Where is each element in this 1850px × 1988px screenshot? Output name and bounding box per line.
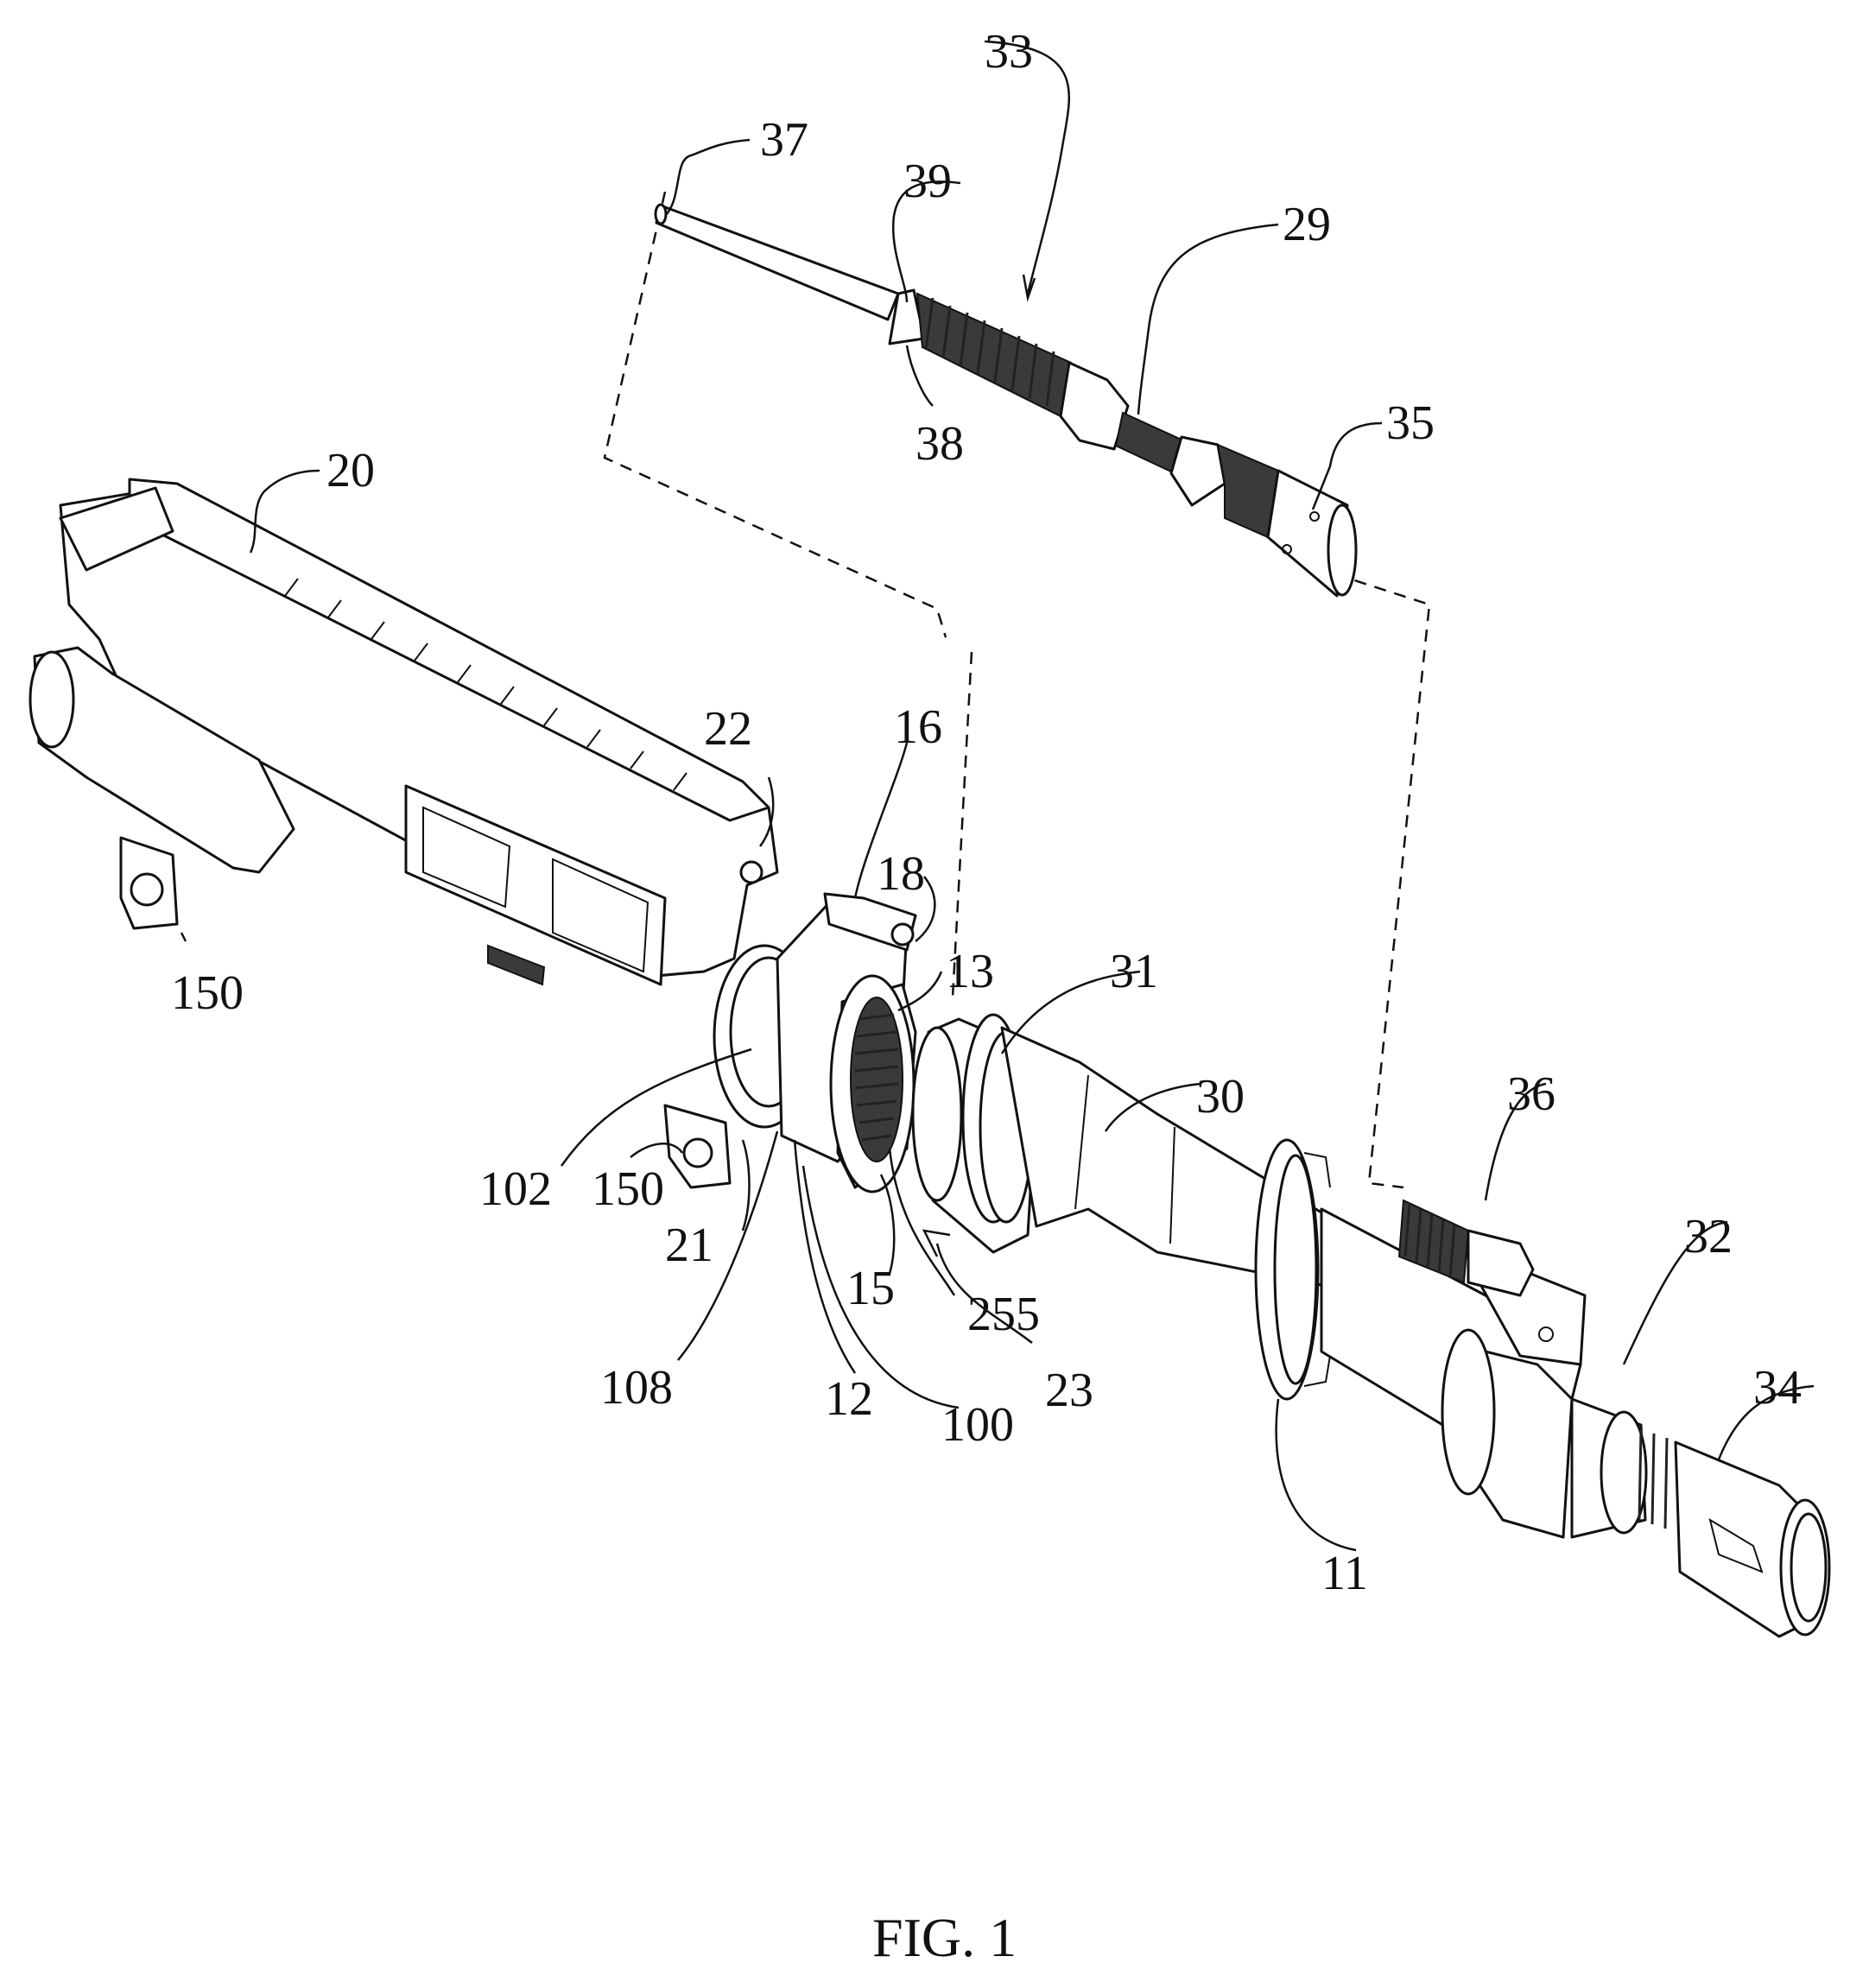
label-33: 33: [985, 25, 1033, 79]
label-22: 22: [704, 702, 752, 756]
label-150-front: 150: [592, 1162, 664, 1216]
label-150: 150: [171, 966, 244, 1020]
label-31: 31: [1110, 945, 1158, 998]
upper-receiver: [30, 479, 814, 1187]
label-20: 20: [326, 444, 375, 497]
gas-piston-assembly: [656, 205, 1356, 596]
label-38: 38: [915, 417, 964, 471]
label-15: 15: [846, 1262, 895, 1315]
label-16: 16: [894, 700, 942, 754]
label-36: 36: [1507, 1067, 1555, 1121]
bore-threads: [851, 997, 903, 1162]
label-11: 11: [1321, 1547, 1368, 1600]
figure-caption: FIG. 1: [872, 1907, 1017, 1968]
label-12: 12: [825, 1372, 873, 1426]
label-29: 29: [1283, 198, 1331, 251]
label-35: 35: [1386, 396, 1435, 450]
label-39: 39: [903, 155, 952, 208]
label-100: 100: [941, 1398, 1014, 1452]
barrel-nut-block: [777, 894, 915, 1192]
label-23: 23: [1045, 1364, 1093, 1417]
label-13: 13: [946, 945, 994, 998]
spring: [917, 294, 1071, 416]
label-21: 21: [665, 1219, 713, 1272]
label-18: 18: [877, 847, 925, 901]
barrel: [913, 1015, 1829, 1637]
label-255: 255: [967, 1288, 1040, 1341]
label-108: 108: [600, 1361, 673, 1415]
label-37: 37: [760, 113, 808, 167]
label-34: 34: [1753, 1361, 1802, 1415]
label-30: 30: [1196, 1070, 1245, 1124]
label-32: 32: [1684, 1210, 1733, 1263]
label-102: 102: [479, 1162, 552, 1216]
